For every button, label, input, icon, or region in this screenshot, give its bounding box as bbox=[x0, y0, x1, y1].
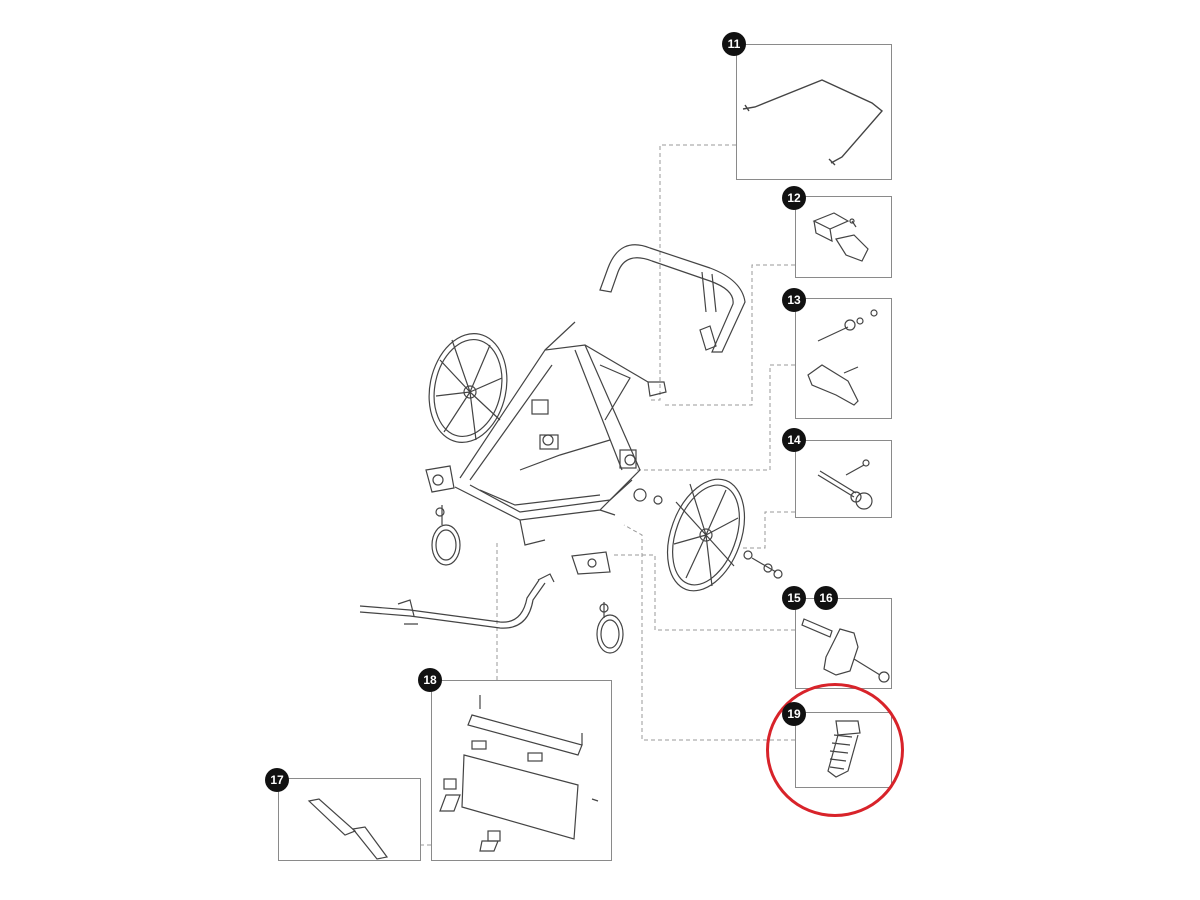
rear-panel-drawing bbox=[439, 695, 599, 852]
tow-arm-drawing bbox=[359, 573, 555, 629]
callout-12: 12 bbox=[782, 186, 806, 210]
callout-18: 18 bbox=[418, 668, 442, 692]
callout-19: 19 bbox=[782, 702, 806, 726]
part-box-13 bbox=[795, 298, 892, 419]
part-box-17 bbox=[278, 778, 421, 861]
axle-parts-drawing bbox=[743, 550, 783, 579]
reflector-strips-drawing bbox=[307, 798, 389, 860]
callout-17: 17 bbox=[265, 768, 289, 792]
highlight-circle-part-19 bbox=[766, 683, 904, 817]
callout-13: 13 bbox=[782, 288, 806, 312]
frame-drawing bbox=[454, 321, 667, 546]
axle-pin-drawing bbox=[817, 459, 873, 510]
part-box-18 bbox=[431, 680, 612, 861]
callout-14: 14 bbox=[782, 428, 806, 452]
part-box-12 bbox=[795, 196, 892, 278]
leader-lines bbox=[420, 144, 795, 846]
right-wheel-drawing bbox=[666, 478, 746, 592]
bracket-hardware-drawing bbox=[807, 309, 878, 406]
callout-16: 16 bbox=[814, 586, 838, 610]
caster-wheel-right-drawing bbox=[571, 551, 624, 654]
part-box-15-16 bbox=[795, 598, 892, 689]
part-box-14 bbox=[795, 440, 892, 518]
handlebar-drawing bbox=[599, 244, 746, 353]
caster-wheel-left-drawing bbox=[425, 465, 461, 566]
canopy-rod-drawing bbox=[742, 79, 884, 166]
left-wheel-drawing bbox=[428, 333, 508, 443]
callout-11: 11 bbox=[722, 32, 746, 56]
brake-lever-drawing bbox=[801, 618, 890, 683]
part-box-11 bbox=[736, 44, 892, 180]
callout-15: 15 bbox=[782, 586, 806, 610]
buckle-clip-drawing bbox=[812, 212, 869, 262]
